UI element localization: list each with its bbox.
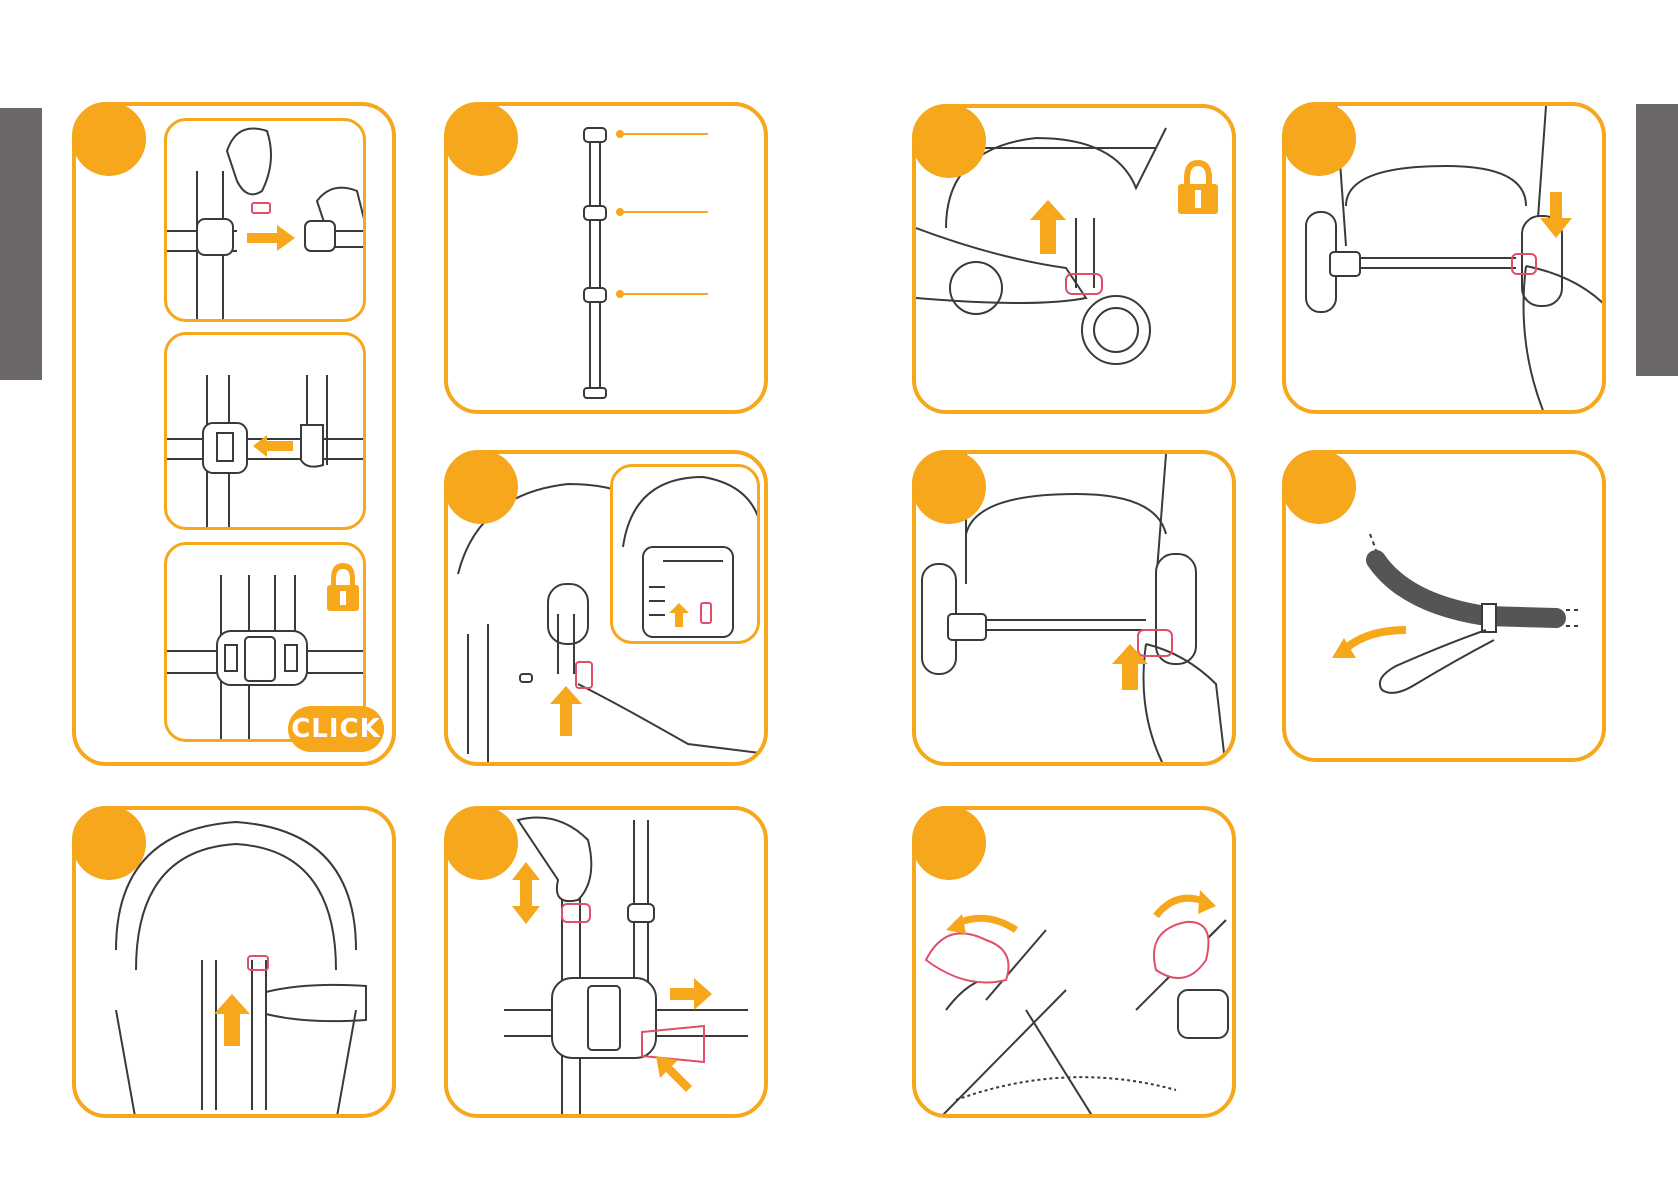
step-badge-4 (72, 806, 146, 880)
padlock-icon (327, 563, 359, 611)
step-badge-5 (444, 806, 518, 880)
click-badge: CLICK (288, 706, 384, 752)
step-badge-6 (912, 104, 986, 178)
step-badge-2 (444, 102, 518, 176)
subpanel-buckle-step-2 (164, 332, 366, 530)
padlock-icon (1178, 160, 1218, 214)
right-edge-tab (1636, 104, 1678, 376)
left-edge-tab (0, 108, 42, 380)
step-badge-1 (72, 102, 146, 176)
step-badge-9 (1282, 450, 1356, 524)
step-badge-10 (912, 806, 986, 880)
step-badge-3 (444, 450, 518, 524)
subpanel-buckle-step-1 (164, 118, 366, 322)
step-badge-8 (912, 450, 986, 524)
panel-harness-buckle: CLICK (72, 102, 396, 766)
step-badge-7 (1282, 102, 1356, 176)
seat-back-detail-illustration (613, 467, 760, 644)
buckle-step-1-illustration (167, 121, 366, 322)
subpanel-seat-back-detail (610, 464, 760, 644)
buckle-step-2-illustration (167, 335, 366, 530)
